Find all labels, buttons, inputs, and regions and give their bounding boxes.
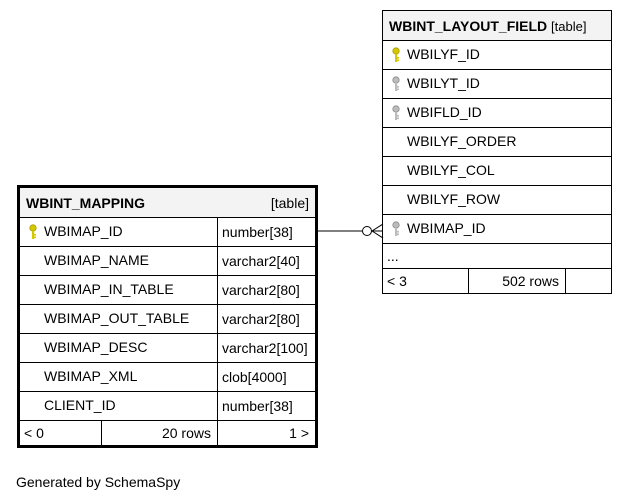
column-name: WBILYF_ROW <box>407 190 501 207</box>
table-name: WBINT_MAPPING <box>18 186 218 218</box>
primary-key-icon <box>387 46 407 64</box>
column-name: WBIMAP_IN_TABLE <box>44 280 174 297</box>
row-count: 20 rows <box>101 420 218 447</box>
column-name: WBIMAP_NAME <box>44 251 150 268</box>
table-name: WBINT_LAYOUT_FIELD <box>389 17 548 34</box>
column-name: WBILYF_ID <box>407 45 480 62</box>
column-row: WBIMAP_ID number[38] <box>18 217 317 247</box>
column-row: WBIFLD_ID <box>382 98 612 128</box>
parents-count[interactable] <box>565 268 612 294</box>
column-row: WBILYF_COL <box>382 156 612 186</box>
table-wbint-mapping: WBINT_MAPPING [table] WBIMAP_ID number[38… <box>17 185 318 448</box>
column-name: CLIENT_ID <box>44 396 116 413</box>
parents-count[interactable]: 1 > <box>217 420 317 447</box>
optional-circle-icon <box>362 226 372 236</box>
column-row: CLIENT_ID number[38] <box>18 391 317 421</box>
column-row: WBILYT_ID <box>382 69 612 99</box>
column-name: WBILYT_ID <box>407 74 480 91</box>
column-name: WBIMAP_DESC <box>44 338 148 355</box>
table-footer: < 3 502 rows <box>382 268 612 294</box>
crows-foot-icon <box>371 223 384 232</box>
column-row: WBILYF_ROW <box>382 185 612 215</box>
table-footer: < 0 20 rows 1 > <box>18 420 317 447</box>
column-name: WBIMAP_ID <box>407 219 486 236</box>
column-type: varchar2[80] <box>217 275 317 305</box>
children-count[interactable]: < 0 <box>18 420 102 447</box>
table-kind: [table] <box>217 186 317 218</box>
column-row: WBIMAP_IN_TABLE varchar2[80] <box>18 275 317 305</box>
foreign-key-icon <box>387 104 407 122</box>
column-type: number[38] <box>217 391 317 421</box>
column-name: WBIMAP_OUT_TABLE <box>44 309 190 326</box>
column-row: WBILYF_ID <box>382 40 612 70</box>
foreign-key-icon <box>387 220 407 238</box>
column-name: WBIFLD_ID <box>407 103 482 120</box>
primary-key-icon <box>24 223 44 241</box>
more-columns-indicator: ... <box>382 243 612 269</box>
column-row: WBIMAP_OUT_TABLE varchar2[80] <box>18 304 317 334</box>
foreign-key-icon <box>387 75 407 93</box>
column-type: varchar2[80] <box>217 304 317 334</box>
column-name: WBIMAP_ID <box>44 222 123 239</box>
column-row: WBIMAP_ID <box>382 214 612 244</box>
column-type: varchar2[100] <box>217 333 317 363</box>
column-name: WBILYF_COL <box>407 161 495 178</box>
table-header: WBINT_LAYOUT_FIELD [table] <box>382 10 612 41</box>
column-name: WBILYF_ORDER <box>407 132 517 149</box>
crows-foot-icon <box>371 230 384 239</box>
column-type: number[38] <box>217 217 317 247</box>
more-columns-row: ... <box>382 243 612 269</box>
table-header: WBINT_MAPPING [table] <box>18 186 317 218</box>
children-count[interactable]: < 3 <box>382 268 469 294</box>
column-name: WBIMAP_XML <box>44 367 138 384</box>
table-kind: [table] <box>551 18 587 34</box>
credit-text: Generated by SchemaSpy <box>16 474 181 490</box>
table-wbint-layout-field: WBINT_LAYOUT_FIELD [table] WBILYF_ID WBI… <box>382 10 612 294</box>
